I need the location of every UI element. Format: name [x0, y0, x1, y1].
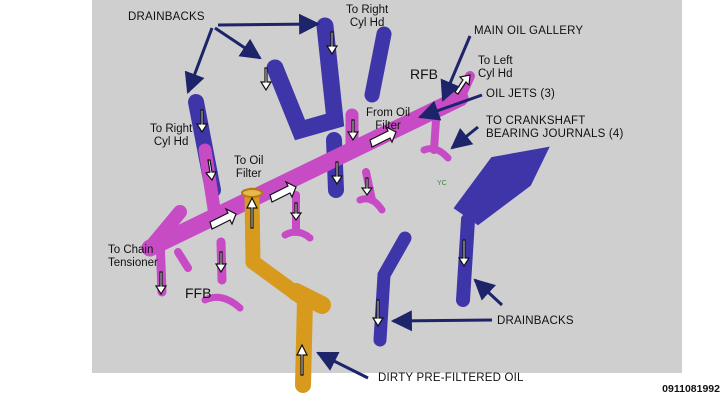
journal-feed-3	[356, 195, 386, 214]
label-ffb: FFB	[185, 285, 212, 301]
flow-arrow-drain-6	[330, 161, 344, 186]
label-drainbacks-top: DRAINBACKS	[128, 11, 205, 23]
label-rfb: RFB	[410, 66, 438, 82]
label-to-left-cyl-hd: To Left Cyl Hd	[478, 55, 513, 80]
callout-main-gallery	[440, 35, 472, 102]
label-to-right-cyl-hd-left: To Right Cyl Hd	[150, 123, 193, 148]
main-oil-gallery-tube	[141, 89, 469, 257]
label-to-crankshaft-journals: TO CRANKSHAFT BEARING JOURNALS (4)	[486, 115, 624, 140]
flow-arrow-drain-5	[325, 31, 339, 56]
callout-drainbacks-top-1	[184, 27, 214, 94]
label-oil-jets: OIL JETS (3)	[486, 88, 556, 100]
filter-port-ring	[241, 188, 263, 198]
journal-feed-4	[420, 145, 452, 162]
flow-arrow-jet-1	[214, 251, 228, 274]
drainback-tube-top-u	[266, 17, 345, 141]
flow-arrow-jet-2	[289, 202, 303, 222]
flow-arrow-dirty	[296, 343, 308, 376]
flow-arrow-filter	[246, 196, 258, 229]
unfiltered-oil-pipe	[241, 187, 331, 393]
label-to-chain-tensioner: To Chain Tensioner	[108, 244, 158, 269]
gallery-branch-left	[143, 205, 187, 255]
figure-id: 0911081992	[662, 383, 720, 395]
label-to-right-cyl-hd-top: To Right Cyl Hd	[346, 4, 389, 29]
left-cyl-riser	[198, 143, 222, 222]
label-from-oil-filter: From Oil Filter	[366, 107, 411, 132]
callout-drainbacks-top-3	[217, 13, 321, 35]
drainback-tube-right-cyl	[364, 26, 392, 103]
callout-drainbacks-top-2	[214, 26, 262, 60]
flow-arrow-drain-1	[371, 299, 385, 328]
callout-oil-jets	[418, 93, 483, 121]
drainback-tube-bottom	[373, 231, 412, 347]
label-main-oil-gallery: MAIN OIL GALLERY	[474, 25, 584, 37]
flow-arrow-drain-3	[195, 109, 209, 134]
drainback-funnel	[453, 146, 550, 226]
callout-arrows	[184, 13, 504, 380]
flow-arrow-drain-2	[457, 239, 471, 268]
label-dirty-pre-filtered-oil: DIRTY PRE-FILTERED OIL	[378, 372, 524, 384]
flow-arrow-gallery-2	[369, 125, 397, 148]
label-drainbacks-bottom: DRAINBACKS	[497, 315, 574, 327]
flow-direction-arrows	[154, 31, 471, 376]
flow-arrow-jet-3	[360, 177, 374, 197]
flow-arrow-tensioner	[154, 271, 168, 296]
flow-arrow-gallery-1	[269, 180, 297, 203]
jet-drop-4	[430, 116, 440, 154]
label-to-oil-filter: To Oil Filter	[234, 155, 264, 180]
flow-arrow-drain-4	[259, 67, 273, 92]
callout-dirty-oil	[316, 351, 369, 380]
label-yc-axis: YC	[437, 180, 447, 187]
callout-drainbacks-bottom-2	[473, 278, 504, 307]
flow-arrow-left-riser	[204, 159, 217, 182]
journal-feed-2	[281, 228, 314, 242]
journal-feed-1	[201, 293, 244, 312]
callout-drainbacks-bottom-1	[390, 310, 493, 332]
oil-jet-nozzle	[174, 248, 192, 272]
callout-crankshaft	[450, 125, 479, 150]
jet-drop-3	[362, 168, 376, 204]
flow-arrow-gallery-3	[209, 207, 237, 230]
flow-arrow-from-filter	[346, 119, 360, 142]
